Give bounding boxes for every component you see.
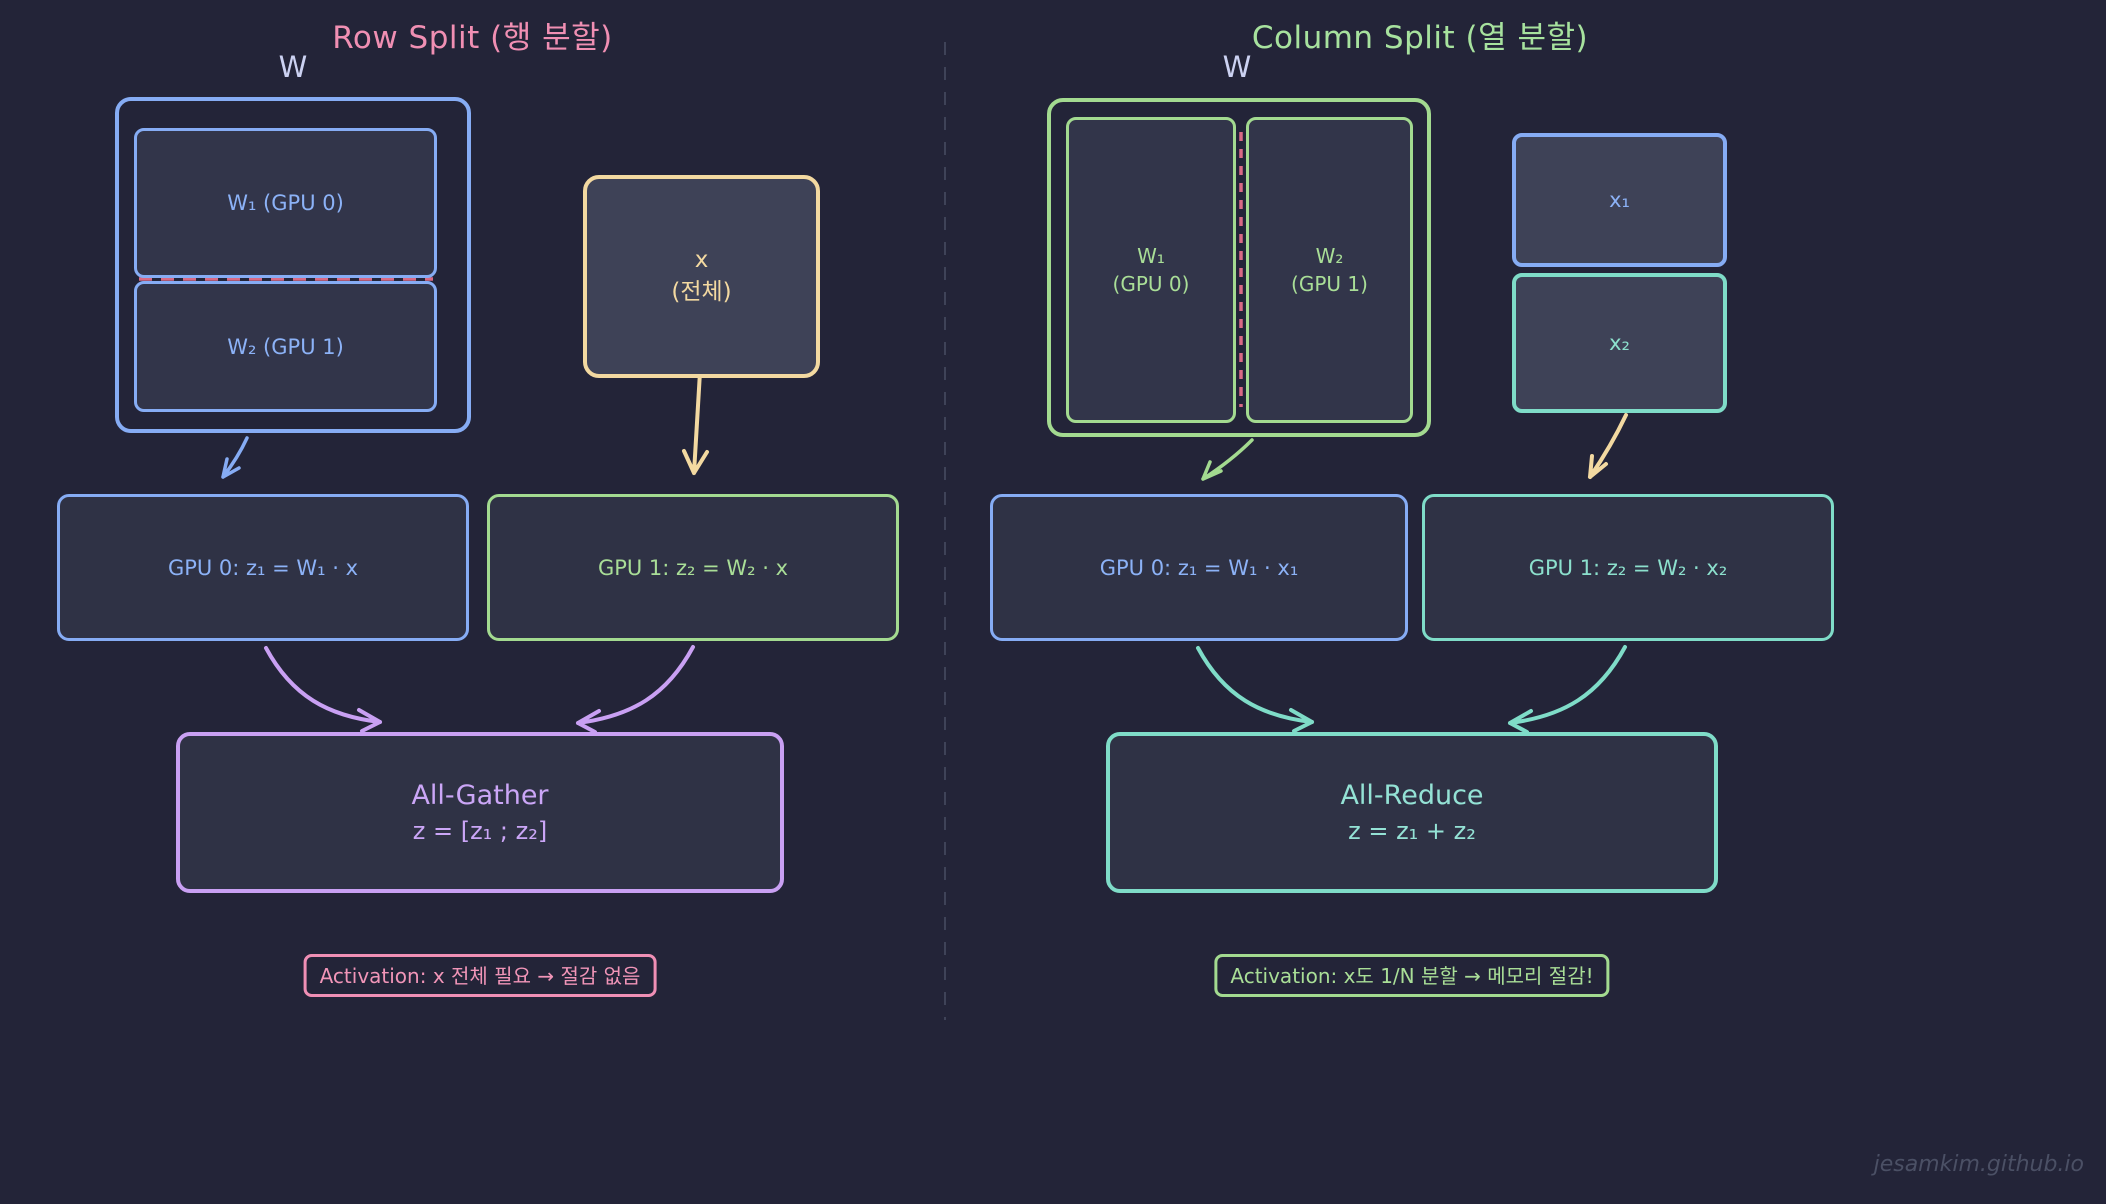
w1-block-right-line1: W₁ <box>1137 244 1165 268</box>
activation-note-right: Activation: x도 1/N 분할 → 메모리 절감! <box>1214 954 1610 997</box>
all-reduce-formula: z = z₁ + z₂ <box>1348 817 1476 845</box>
w1-block-right-line2: (GPU 0) <box>1112 272 1190 296</box>
activation-note-left: Activation: x 전체 필요 → 절감 없음 <box>303 954 657 997</box>
x2-to-gpu1-arrow-right <box>1588 413 1628 479</box>
gpu1-to-allgather-arrow <box>576 645 695 734</box>
gpu0-to-allreduce-arrow <box>1196 646 1314 733</box>
x-full-box: x (전체) <box>583 175 820 378</box>
w2-block-right-line2: (GPU 1) <box>1291 272 1368 296</box>
w1-block-left: W₁ (GPU 0) <box>134 128 437 278</box>
x-full-label-line1: x <box>694 247 709 274</box>
w2-block-left: W₂ (GPU 1) <box>134 281 437 412</box>
w2-block-right: W₂ (GPU 1) <box>1246 117 1413 423</box>
w2-block-right-line1: W₂ <box>1315 244 1344 268</box>
w-matrix-left <box>115 97 471 433</box>
x1-label: x₁ <box>1609 188 1630 212</box>
all-gather-formula: z = [z₁ ; z₂] <box>412 817 548 845</box>
column-split-title: Column Split (열 분할) <box>1251 20 1589 56</box>
x-to-gpu1-arrow-left <box>682 370 709 475</box>
w2-block-left-label: W₂ (GPU 1) <box>227 334 344 359</box>
gpu0-compute-right-label: GPU 0: z₁ = W₁ · x₁ <box>1099 555 1299 580</box>
all-gather-title: All-Gather <box>411 780 549 811</box>
x2-label: x₂ <box>1609 331 1630 355</box>
all-reduce-title: All-Reduce <box>1340 780 1484 811</box>
gpu1-to-allreduce-arrow <box>1508 645 1627 734</box>
all-reduce-box: All-Reduce z = z₁ + z₂ <box>1106 732 1718 893</box>
all-gather-box: All-Gather z = [z₁ ; z₂] <box>176 732 784 893</box>
gpu0-compute-left-label: GPU 0: z₁ = W₁ · x <box>167 555 359 580</box>
gpu1-compute-left: GPU 1: z₂ = W₂ · x <box>487 494 899 641</box>
w-to-gpu0-arrow-right <box>1201 438 1254 481</box>
gpu1-compute-right-label: GPU 1: z₂ = W₂ · x₂ <box>1528 555 1728 580</box>
w1-block-right: W₁ (GPU 0) <box>1066 117 1236 423</box>
w-matrix-label-left: W <box>278 50 308 84</box>
w-matrix-label-right: W <box>1222 50 1252 84</box>
gpu0-compute-right: GPU 0: z₁ = W₁ · x₁ <box>990 494 1408 641</box>
row-split-title: Row Split (행 분할) <box>332 20 613 56</box>
w-matrix-right <box>1047 98 1431 437</box>
x-full-label-line2: (전체) <box>671 278 732 305</box>
gpu1-compute-right: GPU 1: z₂ = W₂ · x₂ <box>1422 494 1834 641</box>
gpu1-compute-left-label: GPU 1: z₂ = W₂ · x <box>597 555 789 580</box>
w1-block-left-label: W₁ (GPU 0) <box>227 191 344 215</box>
gpu0-to-allgather-arrow <box>264 646 382 733</box>
x1-box: x₁ <box>1512 133 1727 267</box>
gpu0-compute-left: GPU 0: z₁ = W₁ · x <box>57 494 469 641</box>
w-to-gpu0-arrow-left <box>221 436 249 479</box>
x2-box: x₂ <box>1512 273 1727 413</box>
watermark: jesamkim.github.io <box>1873 1152 2084 1177</box>
